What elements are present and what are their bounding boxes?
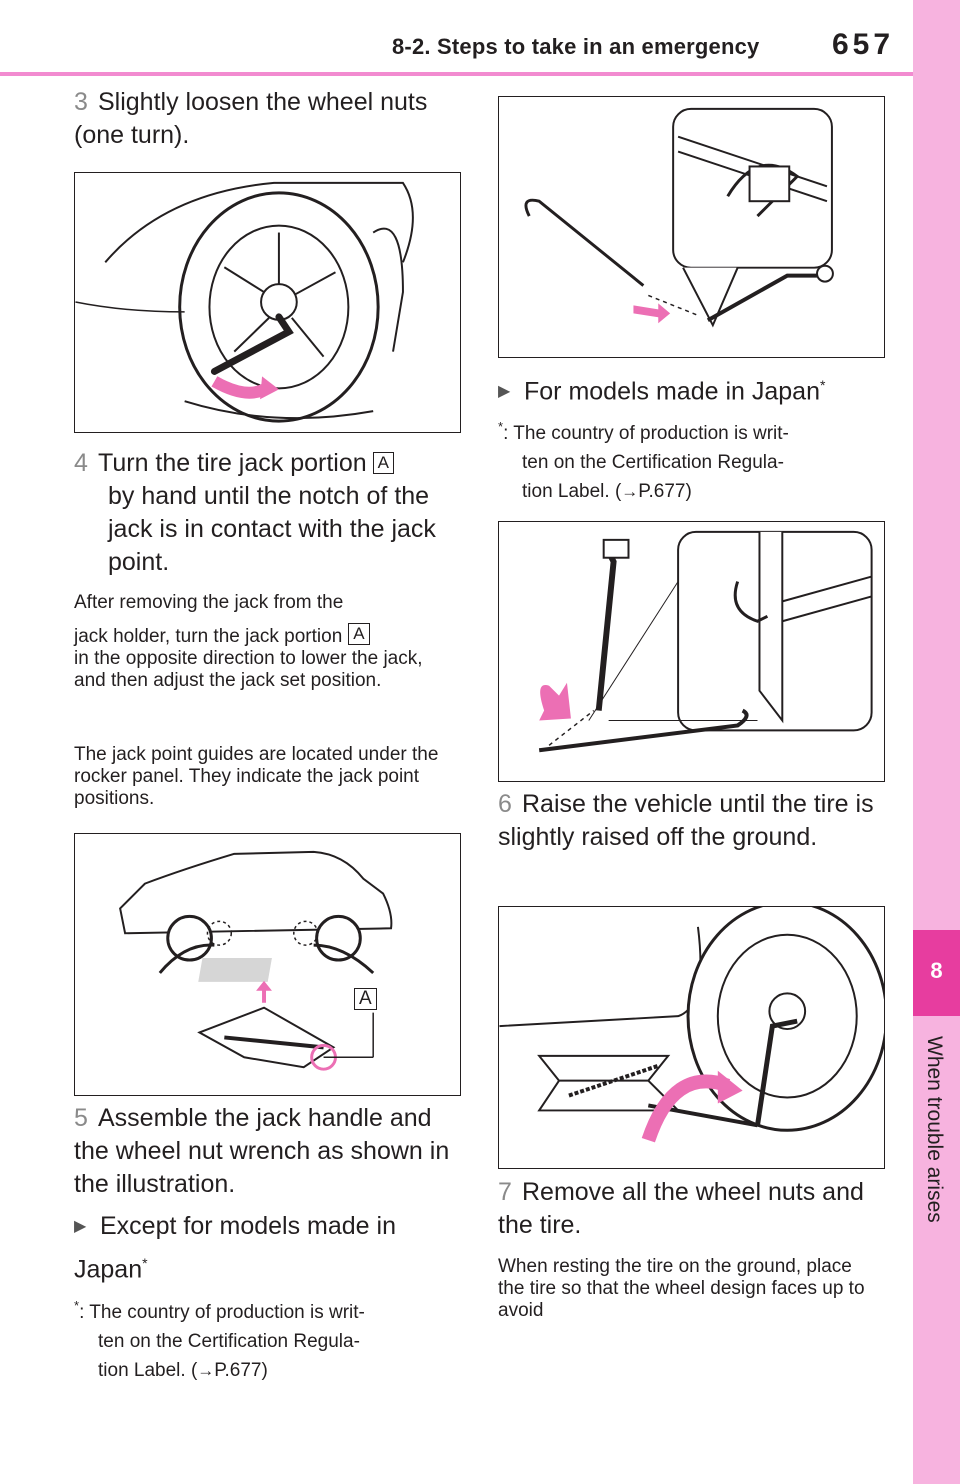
header-rule	[0, 72, 913, 76]
footnote-line: ten on the Certification Regula-	[98, 1331, 360, 1352]
reference-arrow-icon: →	[621, 482, 639, 501]
bullet-text: Except for models made in Japan	[74, 1212, 396, 1284]
footnote-line: ten on the Certification Regula-	[522, 452, 784, 473]
bullet-triangle-icon: ▶	[74, 1218, 87, 1235]
bullet-text: For models made in Japan	[524, 377, 820, 406]
step-number: 4	[74, 449, 88, 477]
raise-vehicle-illustration	[499, 907, 884, 1143]
step-number: 7	[498, 1178, 512, 1206]
footnote-left: *: The country of production is writ- te…	[74, 1291, 454, 1385]
callout-label-a: A	[348, 623, 370, 645]
chapter-number: 8	[930, 958, 943, 983]
step-text-continued: by hand until the notch of the jack is i…	[108, 482, 436, 576]
footnote-text: tion Label. (	[98, 1360, 198, 1381]
footnote-line: : The country of production is writ-	[503, 423, 789, 444]
bullet-triangle-icon: ▶	[498, 383, 511, 401]
footnote-mark: *	[142, 1255, 148, 1271]
footnote-mark: *	[74, 1298, 80, 1313]
page-number: 657	[832, 28, 895, 61]
callout-label-a: A	[372, 452, 394, 474]
chapter-number-block	[913, 930, 960, 1016]
step-text: Remove all the wheel nuts and the tire.	[498, 1178, 864, 1239]
footnote-right: *: The country of production is writ- te…	[498, 412, 878, 506]
step-number: 3	[74, 88, 88, 116]
jack-handle-japan-illustration	[538, 530, 873, 753]
page-reference-link[interactable]: P.677)	[214, 1360, 268, 1381]
bullet-except-japan: ▶Except for models made in Japan*	[74, 1208, 444, 1287]
figure-raise-vehicle	[498, 906, 885, 1169]
wheel-wrench-illustration	[75, 181, 414, 423]
figure-jack-points: A	[74, 833, 461, 1096]
figure-handle-assembly-other	[498, 96, 885, 358]
jack-handle-illustration	[524, 107, 834, 328]
reference-arrow-icon: →	[197, 1361, 215, 1380]
note-lower-jack: After removing the jack from the jack ho…	[74, 592, 444, 692]
step-text: Assemble the jack handle and the wheel n…	[74, 1104, 450, 1198]
footnote-line: : The country of production is writ-	[79, 1302, 365, 1323]
footnote-line: tion Label. (→P.677)	[498, 477, 878, 506]
footnote-line: tion Label. (→P.677)	[74, 1356, 454, 1385]
page-header-title: 8-2. Steps to take in an emergency	[392, 34, 760, 59]
step-text: Slightly loosen the wheel nuts (one turn…	[74, 88, 428, 149]
footnote-mark: *	[819, 377, 826, 393]
note-resting-tire: When resting the tire on the ground, pla…	[498, 1256, 865, 1321]
vehicle-jack-illustration	[119, 850, 393, 1071]
figure-handle-assembly-japan	[498, 521, 885, 782]
footnote-mark: *	[498, 419, 504, 434]
chapter-side-tab	[913, 0, 960, 1484]
bullet-japan: ▶ For models made in Japan*	[498, 367, 878, 410]
callout-label-a: A	[354, 988, 377, 1010]
footnote-text: tion Label. (	[522, 481, 622, 502]
chapter-label: When trouble arises	[923, 1036, 946, 1223]
note-text: jack holder, turn the jack portion	[74, 626, 343, 647]
step-number: 6	[498, 790, 512, 818]
note-jack-point-guides: The jack point guides are located under …	[74, 744, 439, 809]
page-reference-link[interactable]: P.677)	[638, 481, 692, 502]
step-text: Turn the tire jack portion	[98, 449, 367, 477]
note-line: in the opposite direction to lower the j…	[74, 648, 423, 691]
note-line: After removing the jack from the	[74, 592, 344, 613]
figure-loosen-wheel-nuts	[74, 172, 461, 433]
step-text: Raise the vehicle until the tire is slig…	[498, 790, 874, 851]
step-number: 5	[74, 1104, 88, 1132]
